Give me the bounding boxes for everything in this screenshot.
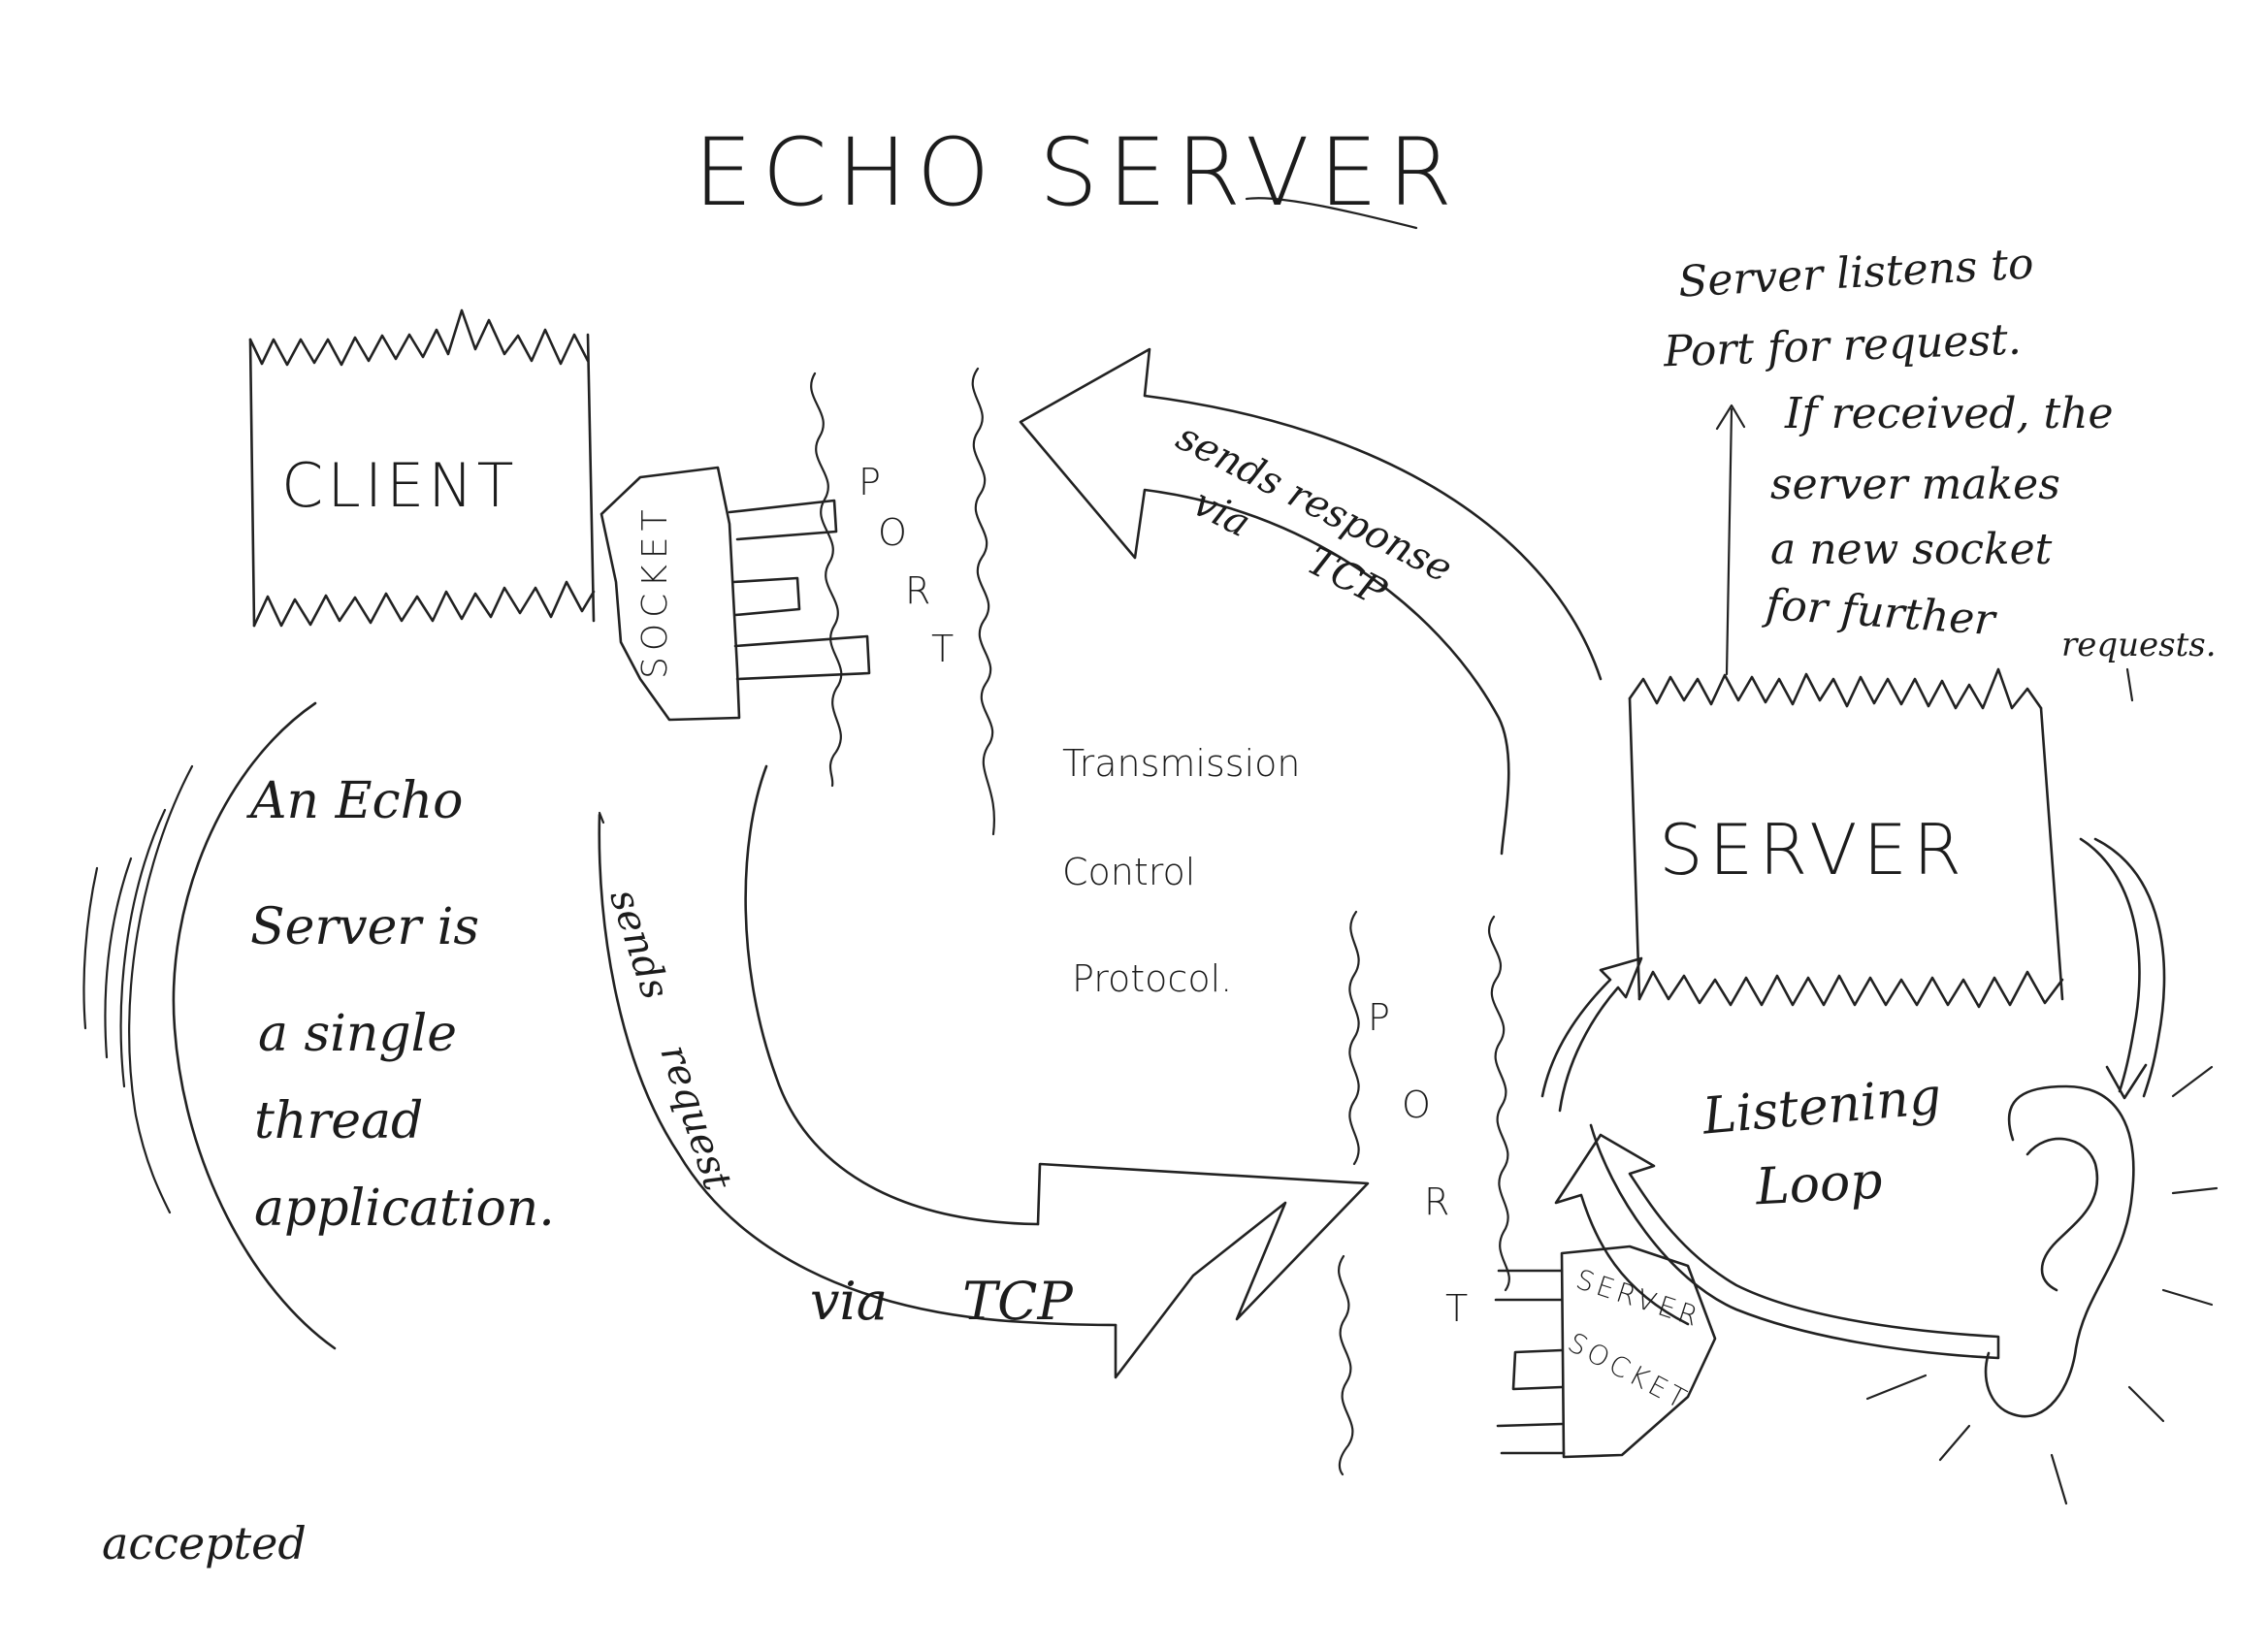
client-label: CLIENT	[281, 450, 518, 521]
title-flourish	[1245, 197, 1418, 230]
port-letter-top-3: R	[905, 569, 931, 612]
server-note-line-7: requests.	[2061, 626, 2217, 664]
ear-icon	[1865, 1065, 2219, 1505]
tcp-line-3: Protocol.	[1072, 957, 1233, 1000]
port-top-waves	[810, 367, 995, 836]
description-line-2: Server is	[250, 898, 480, 956]
loop-label-2: Loop	[1754, 1151, 1884, 1217]
server-note-line-3: If received, the	[1785, 389, 2114, 438]
server-box	[1628, 667, 2064, 1009]
client-socket-label: SOCKET	[635, 503, 675, 679]
port-letter-top-2: O	[878, 511, 907, 554]
port-letter-bottom-1: P	[1368, 996, 1390, 1039]
port-letter-bottom-2: O	[1402, 1083, 1431, 1126]
description-arcs	[82, 701, 605, 1350]
server-note-arrow	[1715, 404, 2134, 702]
response-arrow	[1019, 347, 1603, 856]
port-letter-bottom-4: T	[1445, 1287, 1469, 1330]
port-letter-bottom-3: R	[1424, 1180, 1450, 1223]
request-arrow-text-2: via TCP	[810, 1271, 1073, 1332]
description-line-3: a single	[258, 1005, 458, 1063]
port-letter-top-1: P	[859, 461, 881, 503]
server-note-line-4: server makes	[1770, 460, 2060, 509]
listening-loop-arrows	[1540, 837, 2166, 1360]
page-title: ECHO SERVER	[694, 118, 1463, 227]
server-socket	[1494, 1245, 1717, 1459]
tcp-line-1: Transmission	[1062, 742, 1301, 785]
client-socket	[599, 466, 871, 722]
client-box	[248, 308, 596, 628]
tcp-line-2: Control	[1062, 851, 1196, 893]
description-line-1: An Echo	[250, 772, 464, 830]
server-label: SERVER	[1659, 809, 1968, 890]
port-bottom-waves	[1338, 910, 1510, 1476]
description-line-4: thread	[254, 1092, 424, 1150]
server-note-line-5: a new socket	[1770, 525, 2053, 574]
request-arrow	[598, 764, 1370, 1379]
server-note-line-2: Port for request.	[1663, 314, 2023, 377]
footer-note: accepted	[102, 1517, 307, 1569]
description-line-5: application.	[254, 1180, 555, 1238]
port-letter-top-4: T	[931, 628, 955, 670]
